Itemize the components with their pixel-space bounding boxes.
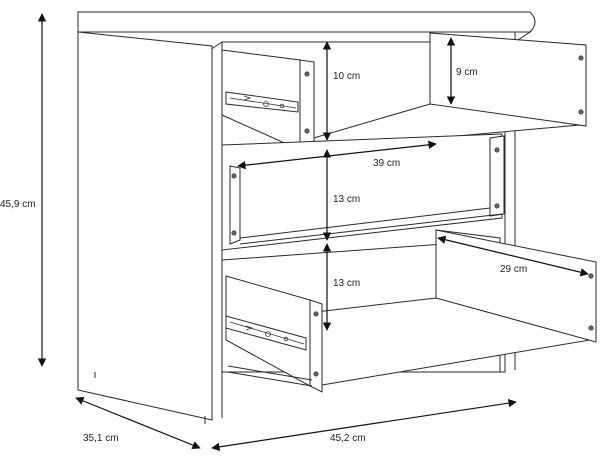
drawer-bottom xyxy=(221,229,597,393)
label-bottom-drawer-height: 13 cm xyxy=(333,278,360,289)
label-drawer-width: 39 cm xyxy=(373,158,400,169)
label-middle-drawer-height: 13 cm xyxy=(333,194,360,205)
drawer-top xyxy=(221,32,587,157)
left-side-panel xyxy=(77,31,213,421)
label-depth: 35,1 cm xyxy=(83,433,119,444)
label-drawer-depth: 29 cm xyxy=(500,264,527,275)
top-panel-front xyxy=(77,11,536,33)
label-height: 45,9 cm xyxy=(0,199,36,210)
drawer-middle xyxy=(221,133,505,251)
dimension-labels: 45,9 cm 35,1 cm 45,2 cm 10 cm 9 cm 39 cm… xyxy=(0,67,527,444)
dimension-lines xyxy=(37,13,589,452)
label-top-drawer-height: 10 cm xyxy=(333,71,360,82)
label-width: 45,2 cm xyxy=(330,433,366,444)
label-top-drawer-inner-height: 9 cm xyxy=(456,67,478,78)
